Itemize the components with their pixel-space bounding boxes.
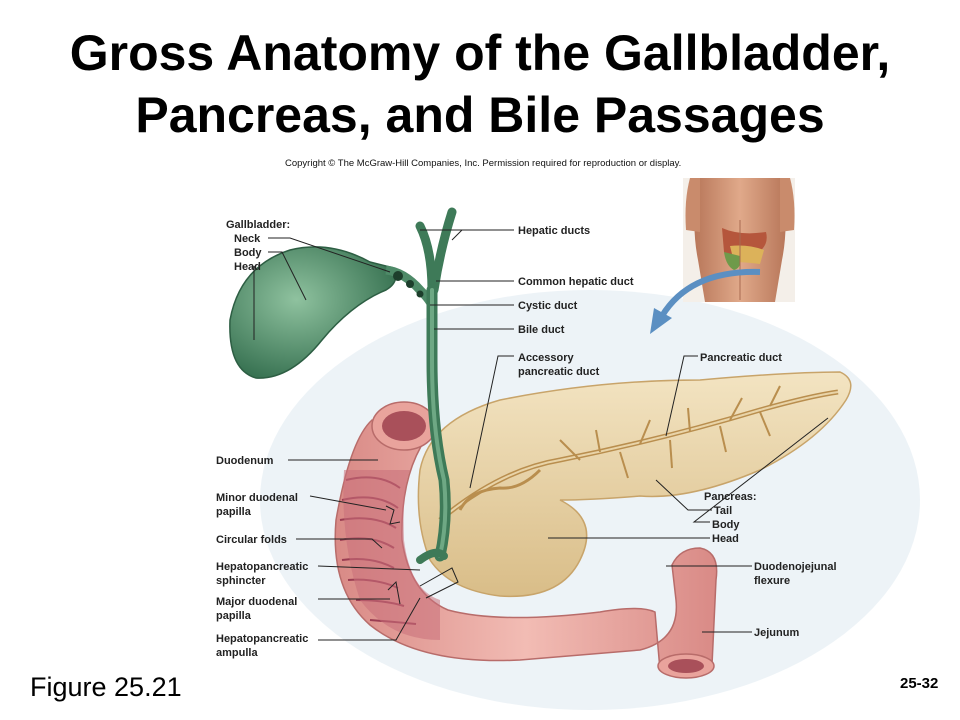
bile-ducts [415, 207, 457, 564]
label-accessory-pancreatic-duct-line1: Accessory [518, 352, 575, 364]
label-gallbladder: Gallbladder: [226, 219, 290, 231]
figure-label: Figure 25.21 [30, 672, 182, 702]
label-minor-papilla-line1: Minor duodenal [216, 492, 298, 504]
label-accessory-pancreatic-duct-line2: pancreatic duct [518, 366, 600, 378]
duodenum-opening [343, 470, 440, 640]
inset-pointer-arrowhead [650, 308, 672, 334]
label-common-hepatic-duct: Common hepatic duct [518, 276, 634, 288]
label-gallbladder-neck: Neck [234, 233, 261, 245]
label-duodenum: Duodenum [216, 455, 274, 467]
label-bile-duct: Bile duct [518, 324, 565, 336]
label-major-papilla-line1: Major duodenal [216, 596, 297, 608]
title-line-1: Gross Anatomy of the Gallbladder, [69, 25, 891, 81]
leader-lines [253, 229, 829, 641]
copyright-notice: Copyright © The McGraw-Hill Companies, I… [285, 158, 682, 169]
gallbladder [229, 246, 437, 379]
title-line-2: Pancreas, and Bile Passages [135, 87, 825, 143]
label-pancreas-tail: Tail [714, 505, 732, 517]
label-gallbladder-head: Head [234, 261, 261, 273]
label-pancreatic-duct: Pancreatic duct [700, 352, 782, 364]
label-cystic-duct: Cystic duct [518, 300, 578, 312]
label-jejunum: Jejunum [754, 627, 799, 639]
label-flexure-line2: flexure [754, 575, 790, 587]
label-flexure-line1: Duodenojejunal [754, 561, 837, 573]
label-sphincter-line1: Hepatopancreatic [216, 561, 308, 573]
torso-inset [683, 178, 795, 302]
label-minor-papilla-line2: papilla [216, 506, 252, 518]
label-ampulla-line1: Hepatopancreatic [216, 633, 308, 645]
slide-title: Gross Anatomy of the Gallbladder, Pancre… [0, 22, 960, 146]
label-gallbladder-body: Body [234, 247, 262, 259]
papilla-brackets [385, 505, 459, 605]
label-ampulla-line2: ampulla [216, 647, 258, 659]
label-pancreas-body: Body [712, 519, 740, 531]
slide-number: 25-32 [900, 675, 939, 692]
label-pancreas: Pancreas: [704, 491, 757, 503]
label-sphincter-line2: sphincter [216, 575, 266, 587]
label-circular-folds: Circular folds [216, 534, 287, 546]
label-hepatic-ducts: Hepatic ducts [518, 225, 590, 237]
label-pancreas-head: Head [712, 533, 739, 545]
label-major-papilla-line2: papilla [216, 610, 252, 622]
inset-pointer-arrow [659, 268, 761, 318]
pancreatic-duct-branches [559, 385, 781, 479]
